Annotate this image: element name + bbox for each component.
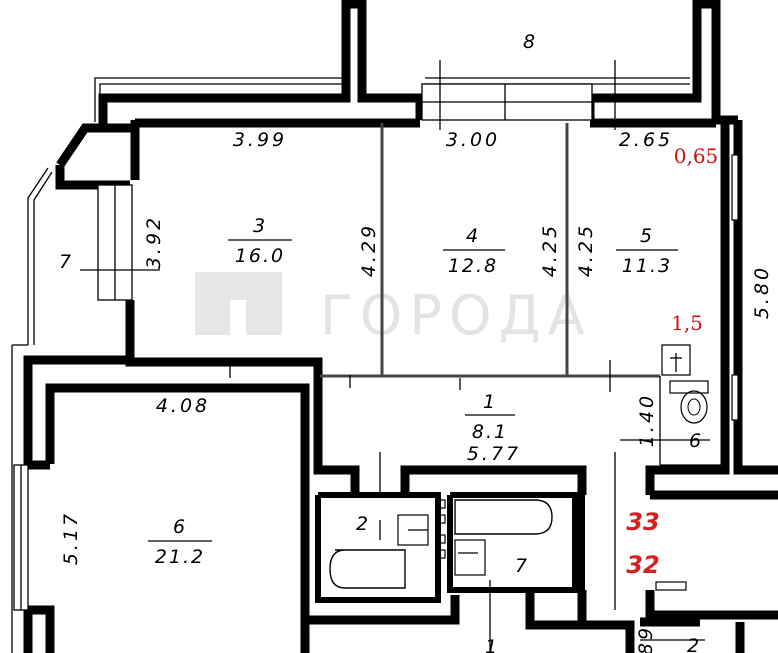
door-marker-icon bbox=[655, 581, 687, 591]
dim-392: 3.92 bbox=[143, 215, 165, 269]
svg-text:5: 5 bbox=[640, 225, 654, 247]
dim-089: 89 bbox=[635, 625, 657, 653]
apartment-32-label: 32 bbox=[626, 551, 659, 579]
bathtub-icon bbox=[329, 499, 553, 589]
room-4-label: 4 12.8 bbox=[443, 225, 505, 277]
svg-text:16.0: 16.0 bbox=[235, 245, 285, 267]
red-annotation-15: 1,5 bbox=[671, 311, 703, 335]
dim-300: 3.00 bbox=[446, 129, 500, 151]
wc-6-label: 6 bbox=[689, 430, 703, 452]
toilet-icon bbox=[661, 344, 709, 424]
bottom-2-label: 2 bbox=[687, 635, 701, 653]
dimension-lines bbox=[80, 60, 710, 653]
dim-580: 5.80 bbox=[751, 265, 773, 319]
apartment-33-label: 33 bbox=[626, 508, 659, 536]
dim-577: 5.77 bbox=[467, 443, 521, 465]
dim-408: 4.08 bbox=[156, 395, 210, 417]
svg-text:1: 1 bbox=[483, 391, 497, 413]
watermark-logo-icon bbox=[195, 272, 282, 335]
svg-text:3: 3 bbox=[253, 215, 267, 237]
svg-text:12.8: 12.8 bbox=[448, 255, 498, 277]
svg-text:4: 4 bbox=[466, 225, 480, 247]
dim-265: 2.65 bbox=[619, 129, 673, 151]
dim-399: 3.99 bbox=[233, 129, 287, 151]
dim-429: 4.29 bbox=[358, 223, 380, 277]
dim-425-a: 4.25 bbox=[539, 223, 561, 277]
room-3-label: 3 16.0 bbox=[228, 215, 292, 267]
balcony-8-label: 8 bbox=[523, 31, 537, 53]
watermark-text: ГОРОДА bbox=[320, 284, 592, 347]
bathroom-7-label: 7 bbox=[515, 555, 529, 577]
sink-icon bbox=[397, 499, 486, 576]
dim-517: 5.17 bbox=[60, 511, 82, 565]
room-1-label: 1 8.1 bbox=[465, 391, 515, 443]
windows bbox=[13, 83, 739, 611]
room-6-label: 6 21.2 bbox=[148, 516, 212, 568]
red-annotation-065: 0,65 bbox=[674, 144, 719, 168]
room-5-label: 5 11.3 bbox=[616, 225, 678, 277]
svg-text:11.3: 11.3 bbox=[622, 255, 672, 277]
bathroom-2-label: 2 bbox=[356, 513, 370, 535]
bottom-1-label: 1 bbox=[485, 636, 499, 653]
svg-text:6: 6 bbox=[173, 516, 187, 538]
dim-425-b: 4.25 bbox=[575, 223, 597, 277]
svg-text:21.2: 21.2 bbox=[155, 546, 205, 568]
dim-140: 1.40 bbox=[636, 393, 658, 447]
partitions bbox=[320, 123, 725, 466]
svg-text:8.1: 8.1 bbox=[472, 421, 508, 443]
balcony-7-label: 7 bbox=[59, 251, 73, 273]
